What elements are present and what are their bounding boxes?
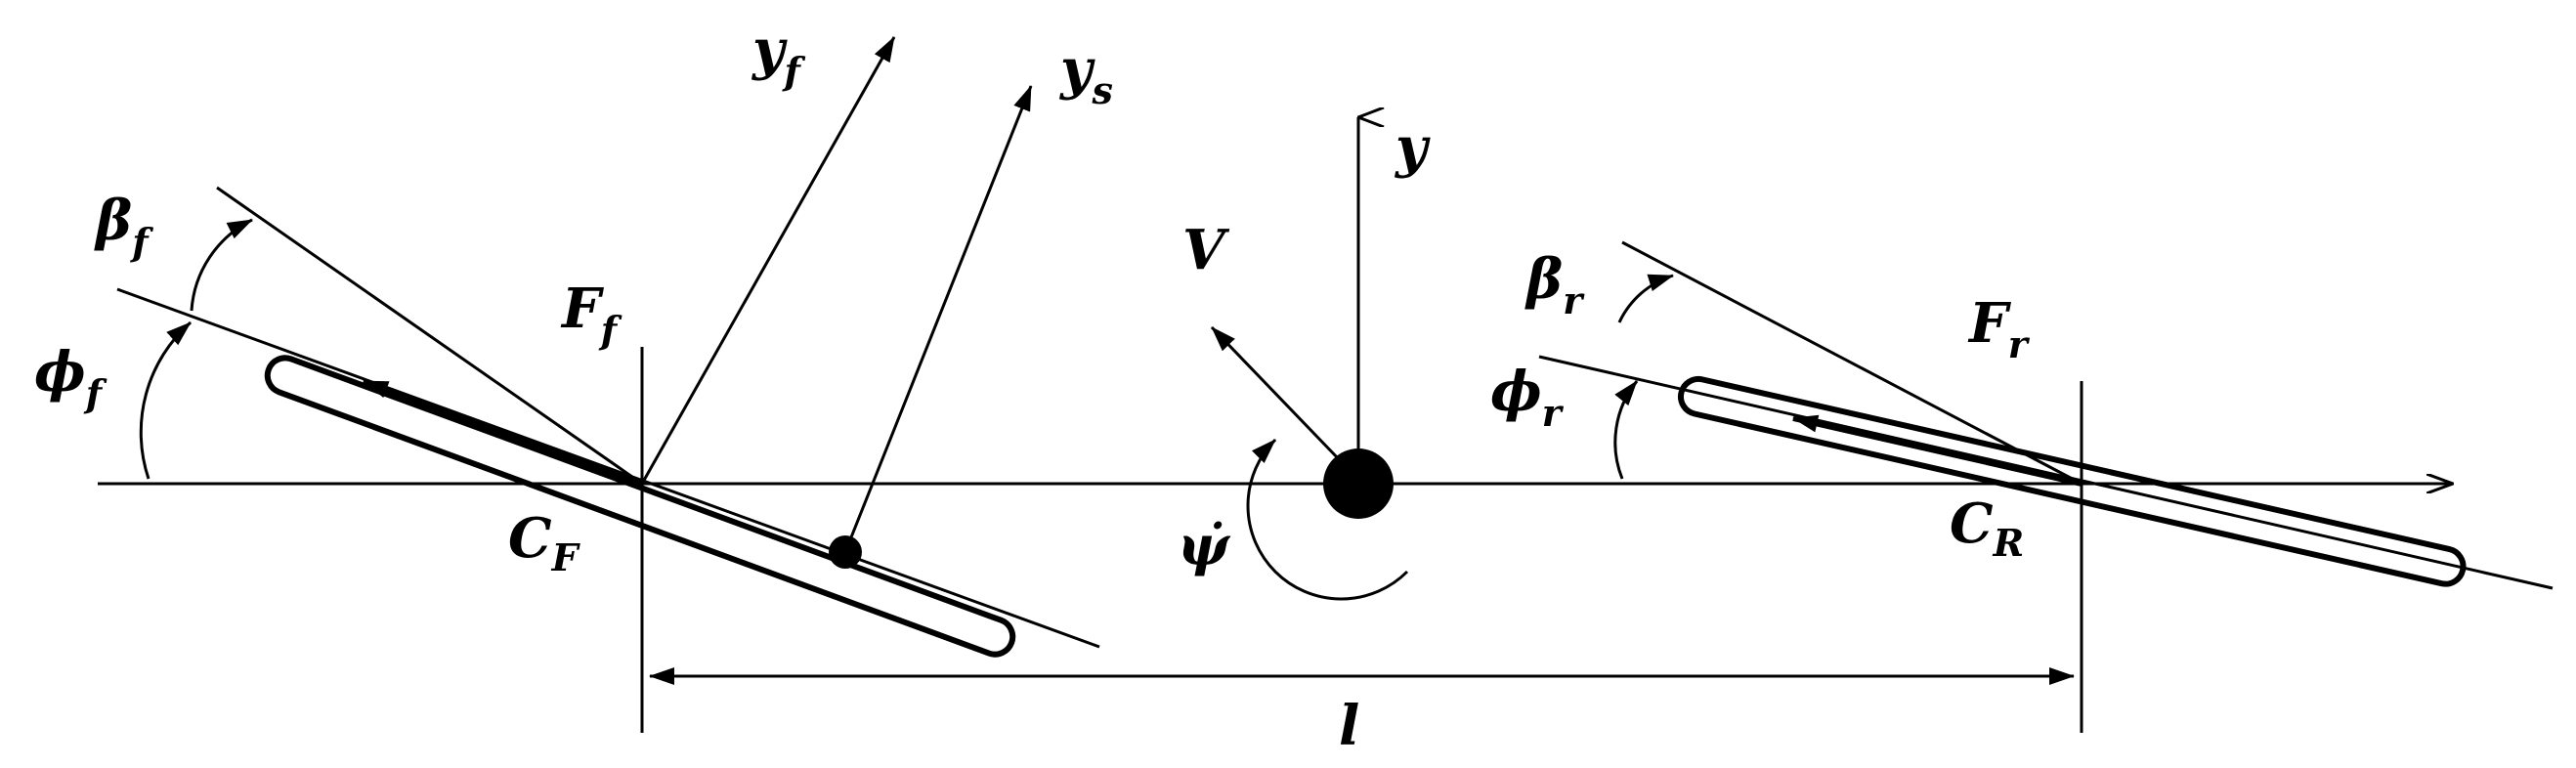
beta-r-label-sub: r <box>1563 278 1585 322</box>
front-contact-label-base: C <box>508 506 552 571</box>
rear-force-arrow <box>1792 414 2082 487</box>
front-velocity-direction-line <box>216 186 643 486</box>
rear-contact-label-base: C <box>1950 491 1994 556</box>
front-force-label: Ff <box>560 277 623 352</box>
yaw-rate-arc <box>1246 438 1409 601</box>
rear-contact-label-sub: R <box>1993 521 2025 565</box>
phi-r-arc <box>1613 380 1639 480</box>
yf-axis-label: yf <box>751 18 806 93</box>
yaw-rate-label: ψ̇ <box>1178 514 1231 578</box>
front-force-label-base: F <box>560 277 605 341</box>
yf-axis <box>640 36 896 485</box>
rear-tire-axis-line <box>1538 355 2554 590</box>
rear-force-label-sub: r <box>2008 322 2031 366</box>
ys-axis-label-base: y <box>1058 37 1095 102</box>
phi-f-label-base: ϕ <box>34 340 86 405</box>
rear-force-label: Fr <box>1967 291 2031 366</box>
front-force-arrow <box>362 378 644 487</box>
front-contact-label: CF <box>508 506 581 579</box>
beta-f-label-base: β <box>94 189 132 253</box>
phi-f-arc <box>139 320 192 480</box>
rear-force-label-base: F <box>1967 291 2012 356</box>
ys-axis-label-sub: s <box>1092 68 1113 112</box>
beta-f-label-sub: f <box>129 220 153 264</box>
phi-r-label-base: ϕ <box>1490 360 1542 424</box>
wheelbase-label: l <box>1339 694 1359 758</box>
yf-axis-label-base: y <box>751 18 788 82</box>
y-axis-label: y <box>1394 115 1431 180</box>
beta-f-arc <box>190 218 253 312</box>
beta-f-label: βf <box>94 189 153 264</box>
yf-axis-label-sub: f <box>782 49 806 93</box>
front-contact-label-sub: F <box>551 535 581 579</box>
phi-f-label-sub: f <box>83 371 107 415</box>
ys-axis-label: ys <box>1058 37 1113 112</box>
phi-r-label: ϕr <box>1490 360 1565 435</box>
beta-r-label-base: β <box>1524 247 1563 312</box>
velocity-label: V <box>1182 218 1230 282</box>
ys-axis <box>843 85 1033 553</box>
front-force-label-sub: f <box>598 308 623 352</box>
phi-r-label-sub: r <box>1542 391 1565 435</box>
front-tire <box>264 355 1016 658</box>
steering-pivot-dot <box>829 535 862 569</box>
beta-r-label: βr <box>1524 247 1585 322</box>
rear-velocity-direction-line <box>1621 240 2082 486</box>
velocity-vector <box>1210 325 1341 461</box>
beta-r-arc <box>1617 274 1674 323</box>
phi-f-label: ϕf <box>34 340 107 415</box>
center-of-gravity-dot <box>1323 448 1394 519</box>
rear-contact-label: CR <box>1950 491 2024 565</box>
rear-tire <box>1677 375 2467 587</box>
front-tire-axis-line <box>116 287 1100 649</box>
